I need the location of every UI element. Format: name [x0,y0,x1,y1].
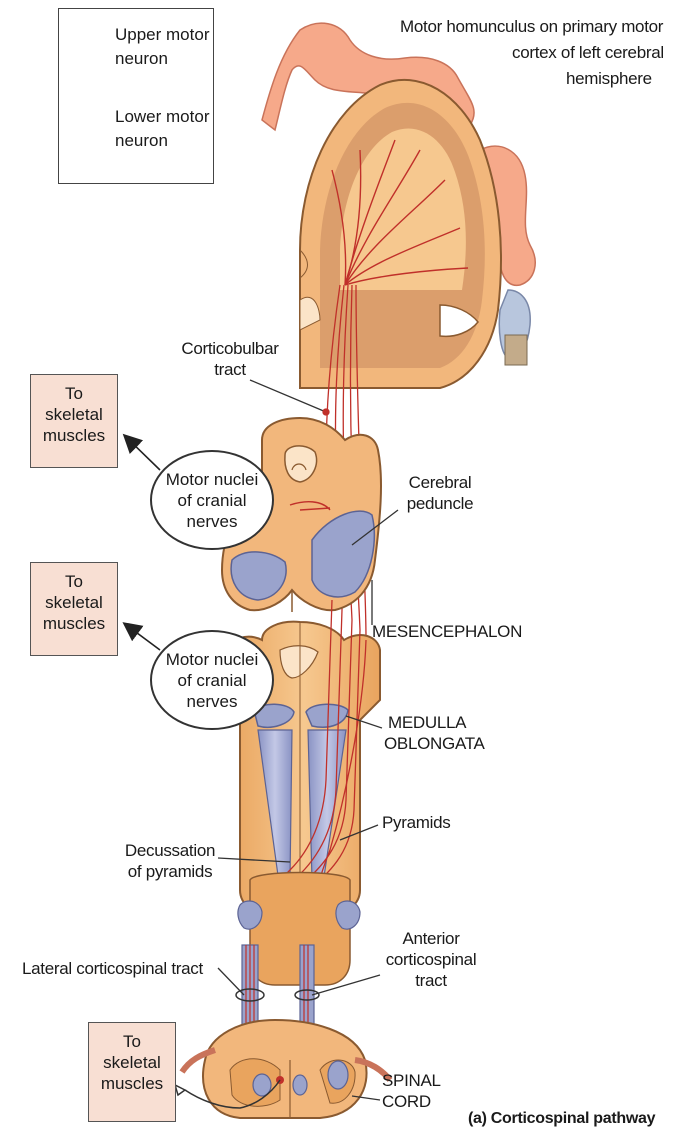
muscle-box-text: muscles [89,1073,175,1094]
cerebral-cortex [300,80,501,388]
muscle-box-text: muscles [31,425,117,446]
anterior-line1: Anterior [376,928,486,949]
nuclei-text: Motor nuclei [166,469,259,490]
decussation-label: Decussation of pyramids [118,840,222,882]
anterior-line2: corticospinal [376,949,486,970]
muscle-box-lower: To skeletal muscles [88,1022,176,1122]
legend-lower-line1: Lower motor [115,105,209,129]
legend-upper-line1: Upper motor [115,23,209,47]
muscle-box-text: To [31,571,117,592]
homunculus-label-line3: hemisphere [566,68,652,89]
anterior-line3: tract [376,970,486,991]
muscle-box-text: skeletal [89,1052,175,1073]
corticobulbar-line1: Corticobulbar [168,338,292,359]
spinal-line2: CORD [382,1091,441,1112]
medulla-line2: OBLONGATA [384,733,485,754]
decussation-line1: Decussation [118,840,222,861]
muscle-box-middle: To skeletal muscles [30,562,118,656]
nuclei-text: nerves [186,691,237,712]
legend-lower-line2: neuron [115,129,209,153]
legend: Upper motor neuron Lower motor neuron [58,8,214,184]
corticobulbar-label: Corticobulbar tract [168,338,292,380]
muscle-box-text: skeletal [31,592,117,613]
spinal-cord-section [175,873,390,1119]
decussation-line2: of pyramids [118,861,222,882]
nuclei-text: Motor nuclei [166,649,259,670]
motor-nuclei-cranial-lower: Motor nuclei of cranial nerves [150,630,274,730]
efferent-arrows [125,436,160,650]
homunculus-label-line1: Motor homunculus on primary motor [400,16,663,37]
cerebral-peduncle-label: Cerebral peduncle [390,472,490,514]
lateral-tract-callout [218,968,244,995]
pyramids-label: Pyramids [382,812,450,833]
motor-nuclei-cranial-upper: Motor nuclei of cranial nerves [150,450,274,550]
legend-upper-line2: neuron [115,47,209,71]
nuclei-text: of cranial [178,670,247,691]
medulla-line1: MEDULLA [384,712,485,733]
figure-caption: (a) Corticospinal pathway [468,1108,655,1129]
cerebral-peduncle-line2: peduncle [390,493,490,514]
spinal-line1: SPINAL [382,1070,441,1091]
spinal-cord-label: SPINAL CORD [382,1070,441,1112]
muscle-box-text: skeletal [31,404,117,425]
nuclei-text: nerves [186,511,237,532]
anterior-corticospinal-label: Anterior corticospinal tract [376,928,486,991]
homunculus-label-line2: cortex of left cerebral [512,42,664,63]
medulla-oblongata-label: MEDULLA OBLONGATA [384,712,485,754]
corticobulbar-line2: tract [168,359,292,380]
muscle-box-text: muscles [31,613,117,634]
mesencephalon-label: MESENCEPHALON [372,621,522,642]
muscle-box-text: To [89,1031,175,1052]
cerebral-peduncle-line1: Cerebral [390,472,490,493]
muscle-box-text: To [31,383,117,404]
arrow-to-muscles-upper [125,436,160,470]
nuclei-text: of cranial [178,490,247,511]
lateral-corticospinal-label: Lateral corticospinal tract [22,958,203,979]
muscle-box-upper: To skeletal muscles [30,374,118,468]
arrow-to-muscles-middle [125,624,160,650]
